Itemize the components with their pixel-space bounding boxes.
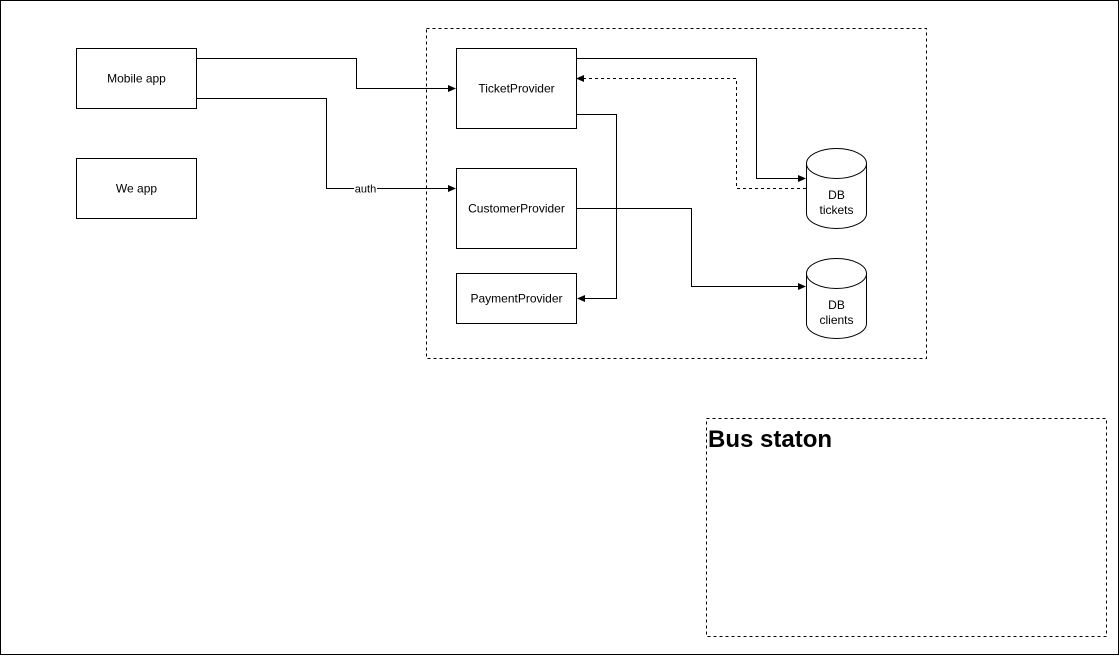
customer-provider-label: CustomerProvider [468,202,565,216]
web-app-label: We app [116,182,157,196]
edges [197,58,806,302]
db-tickets-label-line2: tickets [819,203,853,217]
services-container[interactable] [426,28,927,359]
edge-mobile-to-customer[interactable] [197,98,456,192]
edge-ticket-to-dbtickets[interactable] [577,58,806,182]
auth-edge-label: auth [355,184,376,196]
db-clients-label-line2: clients [819,313,853,327]
node-payment-provider[interactable]: PaymentProvider [456,273,577,324]
auth-label-bg [354,182,377,195]
bus-station-container[interactable] [706,418,1107,637]
edge-ticket-to-payment[interactable] [577,114,617,302]
node-web-app[interactable]: We app [76,158,197,219]
node-db-tickets[interactable]: DB tickets [806,148,867,229]
node-mobile-app[interactable]: Mobile app [76,48,197,109]
node-db-clients[interactable]: DB clients [806,258,867,339]
edge-customer-to-dbclients[interactable] [577,208,806,290]
payment-provider-label: PaymentProvider [470,292,562,306]
edge-dbtickets-to-ticket[interactable] [576,75,806,189]
ticket-provider-label: TicketProvider [478,82,554,96]
db-tickets-label-line1: DB [828,188,845,202]
db-clients-label-line1: DB [828,298,845,312]
node-ticket-provider[interactable]: TicketProvider [456,48,577,129]
mobile-app-label: Mobile app [107,72,166,86]
edge-mobile-to-ticket[interactable] [197,58,456,92]
bus-station-title: Bus staton [708,426,832,453]
node-customer-provider[interactable]: CustomerProvider [456,168,577,249]
